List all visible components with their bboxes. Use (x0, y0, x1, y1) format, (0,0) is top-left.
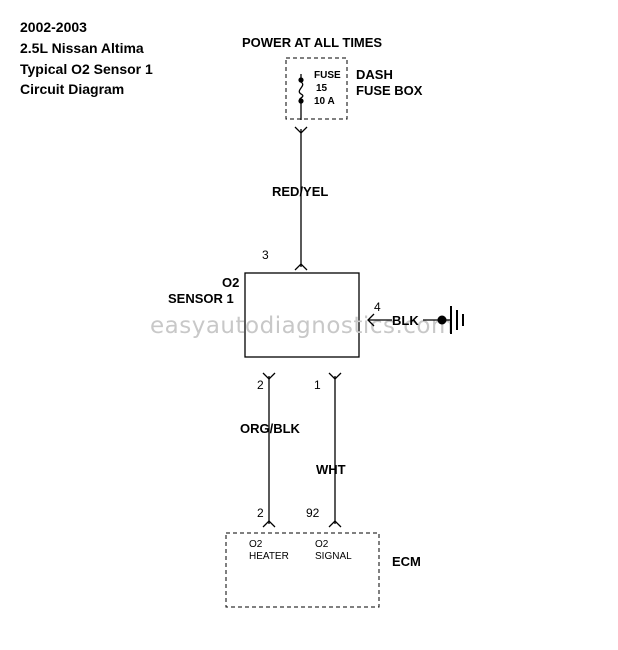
title-line-2: 2.5L Nissan Altima (20, 40, 144, 56)
sensor-label-line-1: O2 (222, 275, 239, 290)
ground-icon (446, 306, 464, 334)
ecm-pin-92-number: 92 (306, 506, 320, 520)
sensor-pin-3-chevron (294, 263, 308, 271)
ecm-heater-label-line-1: O2 (249, 539, 263, 550)
sensor-pin-4-number: 4 (374, 300, 381, 314)
sensor-pin-1-number: 1 (314, 378, 321, 392)
fuse-symbol (298, 74, 304, 120)
fuse-box-name-line-2: FUSE BOX (356, 83, 423, 98)
ecm-label: ECM (392, 554, 421, 569)
fuse-number: 15 (316, 83, 328, 94)
title-line-1: 2002-2003 (20, 19, 87, 35)
power-label: POWER AT ALL TIMES (242, 35, 382, 50)
o2-sensor-box (244, 272, 360, 358)
watermark: easyautodiagnostics.com (150, 313, 454, 339)
ground-wire-color: BLK (392, 313, 419, 328)
sensor-pin-4-chevron (367, 313, 375, 327)
ecm-pin-2-chevron (262, 520, 276, 528)
signal-wire-color: WHT (316, 462, 346, 477)
fuse-label: FUSE (314, 70, 341, 81)
ecm-heater-label-line-2: HEATER (249, 551, 289, 562)
dash-fuse-box-outline (285, 57, 348, 120)
ground-splice-dot (437, 315, 447, 325)
heater-wire-color: ORG/BLK (240, 421, 301, 436)
title-line-3: Typical O2 Sensor 1 (20, 61, 153, 77)
ecm-box-outline (225, 532, 380, 608)
ecm-signal-label-line-2: SIGNAL (315, 551, 352, 562)
sensor-label-line-2: SENSOR 1 (168, 291, 234, 306)
title-line-4: Circuit Diagram (20, 81, 124, 97)
ecm-pin-2-number: 2 (257, 506, 264, 520)
sensor-pin-2-number: 2 (257, 378, 264, 392)
sensor-pin-3-number: 3 (262, 248, 269, 262)
fuse-rating: 10 A (314, 96, 335, 107)
ecm-signal-label-line-1: O2 (315, 539, 329, 550)
ecm-pin-92-chevron (328, 520, 342, 528)
power-wire-color: RED/YEL (272, 184, 328, 199)
fuse-box-name-line-1: DASH (356, 67, 393, 82)
